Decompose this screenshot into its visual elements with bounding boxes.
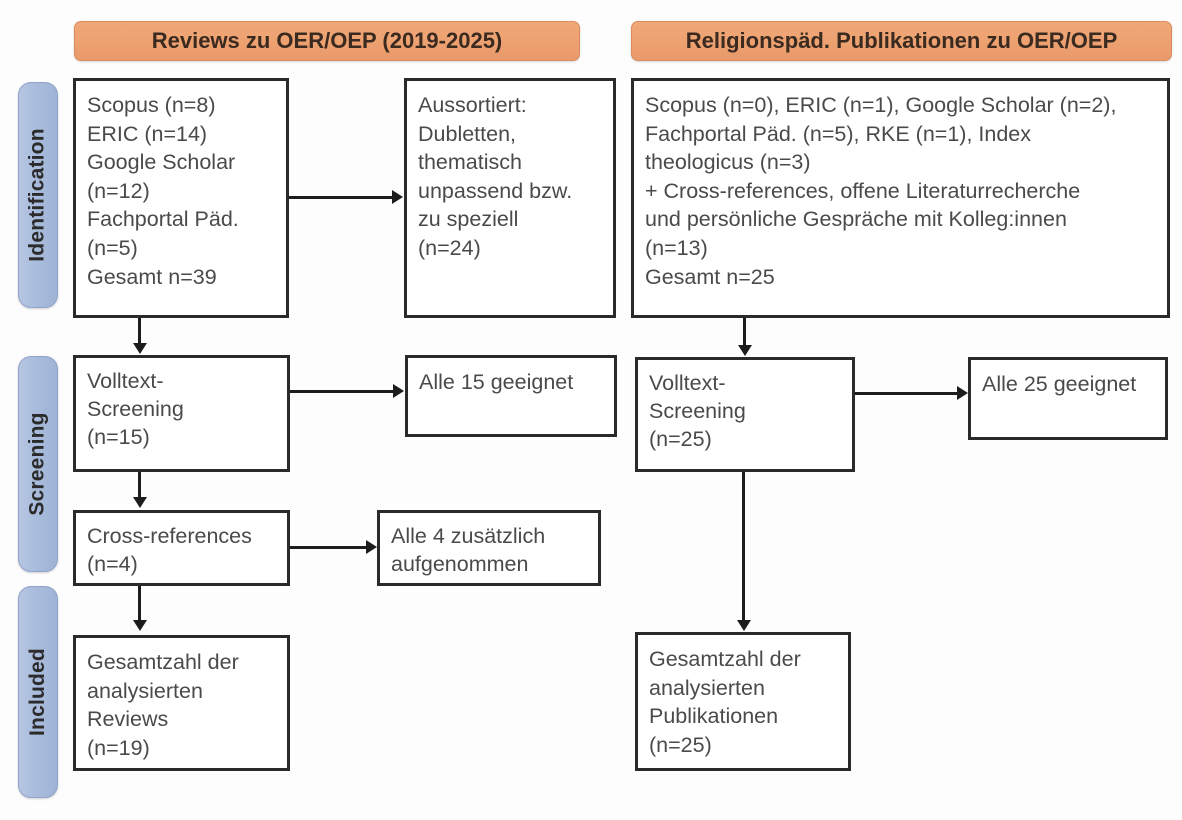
box-left-fulltext-result: Alle 15 geeignet	[405, 355, 617, 437]
column-banner-right-label: Religionspäd. Publikationen zu OER/OEP	[685, 28, 1118, 53]
box-left-fulltext: Volltext- Screening (n=15)	[73, 355, 290, 472]
box-right-fulltext: Volltext- Screening (n=25)	[635, 357, 855, 472]
column-banner-right: Religionspäd. Publikationen zu OER/OEP	[631, 21, 1172, 61]
connector-left-sources-to-excluded	[289, 196, 393, 199]
stage-pill-screening: Screening	[18, 356, 58, 572]
box-right-included-text: Gesamtzahl der analysierten Publikatione…	[649, 647, 801, 757]
connector-right-fulltext-to-result	[855, 392, 958, 395]
arrowhead-left-crossrefs-to-result	[366, 540, 377, 554]
connector-left-crossrefs-to-included	[138, 586, 141, 622]
box-left-excluded: Aussortiert: Dubletten, thematisch unpas…	[404, 78, 616, 318]
arrowhead-right-fulltext-to-included	[737, 620, 751, 631]
box-right-sources-text: Scopus (n=0), ERIC (n=1), Google Scholar…	[645, 93, 1117, 289]
box-left-fulltext-result-text: Alle 15 geeignet	[419, 370, 574, 394]
stage-pill-identification: Identification	[18, 82, 58, 308]
box-left-sources-text: Scopus (n=8) ERIC (n=14) Google Scholar …	[87, 93, 239, 289]
arrowhead-left-sources-to-fulltext	[133, 343, 147, 354]
box-left-crossrefs: Cross-references (n=4)	[73, 510, 290, 586]
connector-right-fulltext-to-included	[742, 472, 745, 622]
box-right-fulltext-text: Volltext- Screening (n=25)	[649, 371, 746, 451]
box-right-fulltext-result-text: Alle 25 geeignet	[982, 372, 1137, 396]
box-left-included: Gesamtzahl der analysierten Reviews (n=1…	[73, 635, 290, 771]
box-right-fulltext-result: Alle 25 geeignet	[968, 357, 1168, 440]
box-left-crossrefs-text: Cross-references (n=4)	[87, 524, 252, 576]
arrowhead-right-fulltext-to-result	[957, 386, 968, 400]
connector-left-crossrefs-to-result	[290, 546, 367, 549]
arrowhead-left-sources-to-excluded	[392, 190, 403, 204]
arrowhead-left-fulltext-to-crossrefs	[133, 497, 147, 508]
stage-label-identification: Identification	[26, 128, 49, 262]
connector-left-fulltext-to-result	[290, 390, 394, 393]
stage-label-screening: Screening	[26, 412, 49, 516]
arrowhead-left-fulltext-to-result	[393, 384, 404, 398]
connector-right-sources-to-fulltext	[743, 318, 746, 347]
box-right-sources: Scopus (n=0), ERIC (n=1), Google Scholar…	[631, 78, 1170, 318]
connector-left-sources-to-fulltext	[138, 318, 141, 345]
connector-left-fulltext-to-crossrefs	[138, 472, 141, 499]
column-banner-left: Reviews zu OER/OEP (2019-2025)	[74, 21, 580, 61]
column-banner-left-label: Reviews zu OER/OEP (2019-2025)	[151, 28, 503, 53]
stage-label-included: Included	[26, 648, 50, 736]
box-left-fulltext-text: Volltext- Screening (n=15)	[87, 369, 184, 449]
box-left-crossrefs-result-text: Alle 4 zusätzlich aufgenommen	[391, 524, 546, 576]
box-left-included-text: Gesamtzahl der analysierten Reviews (n=1…	[87, 650, 239, 760]
arrowhead-right-sources-to-fulltext	[738, 345, 752, 356]
arrowhead-left-crossrefs-to-included	[133, 620, 147, 631]
stage-pill-included: Included	[18, 586, 58, 798]
box-right-included: Gesamtzahl der analysierten Publikatione…	[635, 632, 851, 771]
box-left-crossrefs-result: Alle 4 zusätzlich aufgenommen	[377, 510, 601, 586]
box-left-excluded-text: Aussortiert: Dubletten, thematisch unpas…	[418, 93, 573, 260]
box-left-sources: Scopus (n=8) ERIC (n=14) Google Scholar …	[73, 78, 289, 318]
